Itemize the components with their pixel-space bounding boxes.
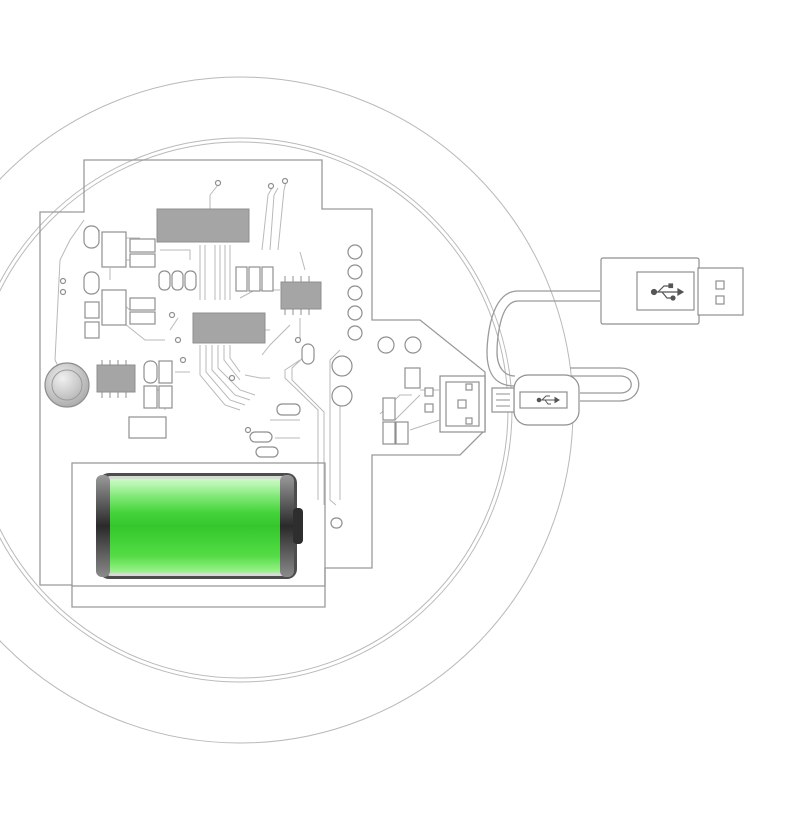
micro-usb-plug	[491, 374, 580, 426]
coin-cell-icon	[44, 362, 90, 408]
usb-cable	[486, 290, 640, 402]
pcb-outline	[39, 159, 486, 608]
battery-compartment	[71, 462, 326, 587]
usb-receptacle	[439, 375, 486, 433]
passive-components	[83, 225, 434, 529]
usb-icon	[536, 395, 560, 405]
pads	[59, 177, 422, 434]
ic-chips	[96, 208, 322, 398]
usb-icon	[650, 283, 685, 301]
battery-icon	[96, 473, 303, 579]
usb-plug	[600, 257, 744, 325]
